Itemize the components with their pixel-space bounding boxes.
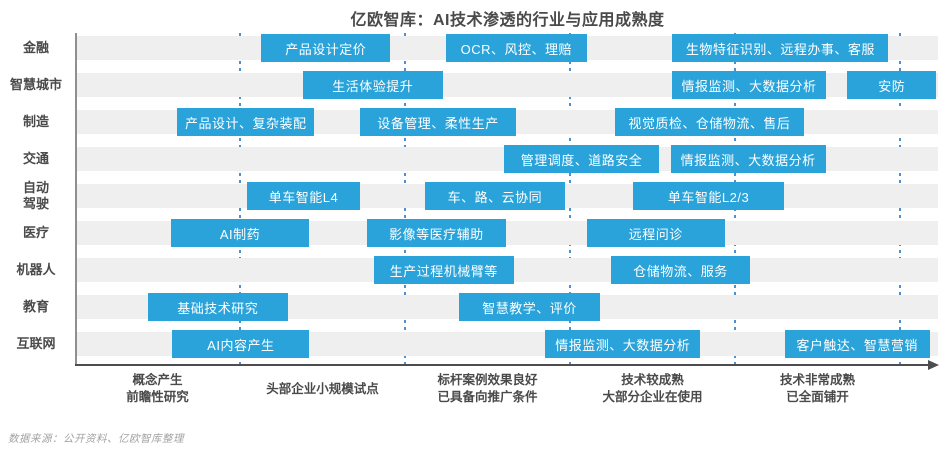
application-bar: 情报监测、大数据分析 [670, 145, 826, 173]
industry-label: 机器人 [16, 261, 56, 277]
application-bar: 远程问诊 [586, 219, 726, 247]
industry-label: 交通 [22, 150, 49, 166]
application-bar: 生物特征识别、远程办事、客服 [672, 34, 889, 62]
industry-label: 教育 [22, 298, 49, 314]
application-bar: 生产过程机械臂等 [373, 256, 514, 284]
y-axis-line [75, 33, 77, 365]
stage-label: 技术非常成熟已全面铺开 [779, 373, 855, 404]
chart-title: 亿欧智库：AI技术渗透的行业与应用成熟度 [350, 12, 665, 29]
application-bar: 车、路、云协同 [424, 182, 566, 210]
stage-label: 标杆案例效果良好已具备向推广条件 [437, 373, 538, 404]
application-bar: 管理调度、道路安全 [504, 145, 660, 173]
industry-label: 制造 [22, 113, 49, 129]
x-axis-line [75, 364, 931, 366]
application-bar: 基础技术研究 [147, 293, 288, 321]
industry-label: 互联网 [16, 335, 56, 351]
application-bar: OCR、风控、理赔 [446, 34, 587, 62]
stage-label: 头部企业小规模试点 [266, 381, 379, 396]
application-bar: 安防 [847, 71, 937, 99]
application-bar: 情报监测、大数据分析 [545, 330, 701, 358]
application-bar: 智慧教学、评价 [459, 293, 600, 321]
stage-label: 概念产生前瞻性研究 [126, 373, 189, 404]
source-note: 数据来源：公开资料、亿欧智库整理 [8, 433, 184, 445]
application-bar: 客户触达、智慧营销 [784, 330, 930, 358]
industry-label: 自动驾驶 [22, 179, 49, 211]
application-bar: 情报监测、大数据分析 [672, 71, 826, 99]
industry-label: 智慧城市 [9, 76, 62, 92]
application-bar: 单车智能L2/3 [632, 182, 785, 210]
application-bar: 设备管理、柔性生产 [360, 108, 516, 136]
application-bar: 单车智能L4 [246, 182, 361, 210]
application-bar: 生活体验提升 [302, 71, 443, 99]
application-bar: 产品设计定价 [261, 34, 391, 62]
application-bar: 仓储物流、服务 [611, 256, 750, 284]
application-bar: 产品设计、复杂装配 [177, 108, 315, 136]
application-bar: 视觉质检、仓储物流、售后 [614, 108, 805, 136]
stage-label: 技术较成熟大部分企业在使用 [602, 373, 703, 404]
x-axis-arrow-icon [928, 359, 939, 370]
application-bar: AI内容产生 [172, 330, 310, 358]
industry-label: 金融 [22, 39, 49, 55]
application-bar: 影像等医疗辅助 [367, 219, 506, 247]
industry-label: 医疗 [22, 224, 49, 240]
application-bar: AI制药 [170, 219, 310, 247]
